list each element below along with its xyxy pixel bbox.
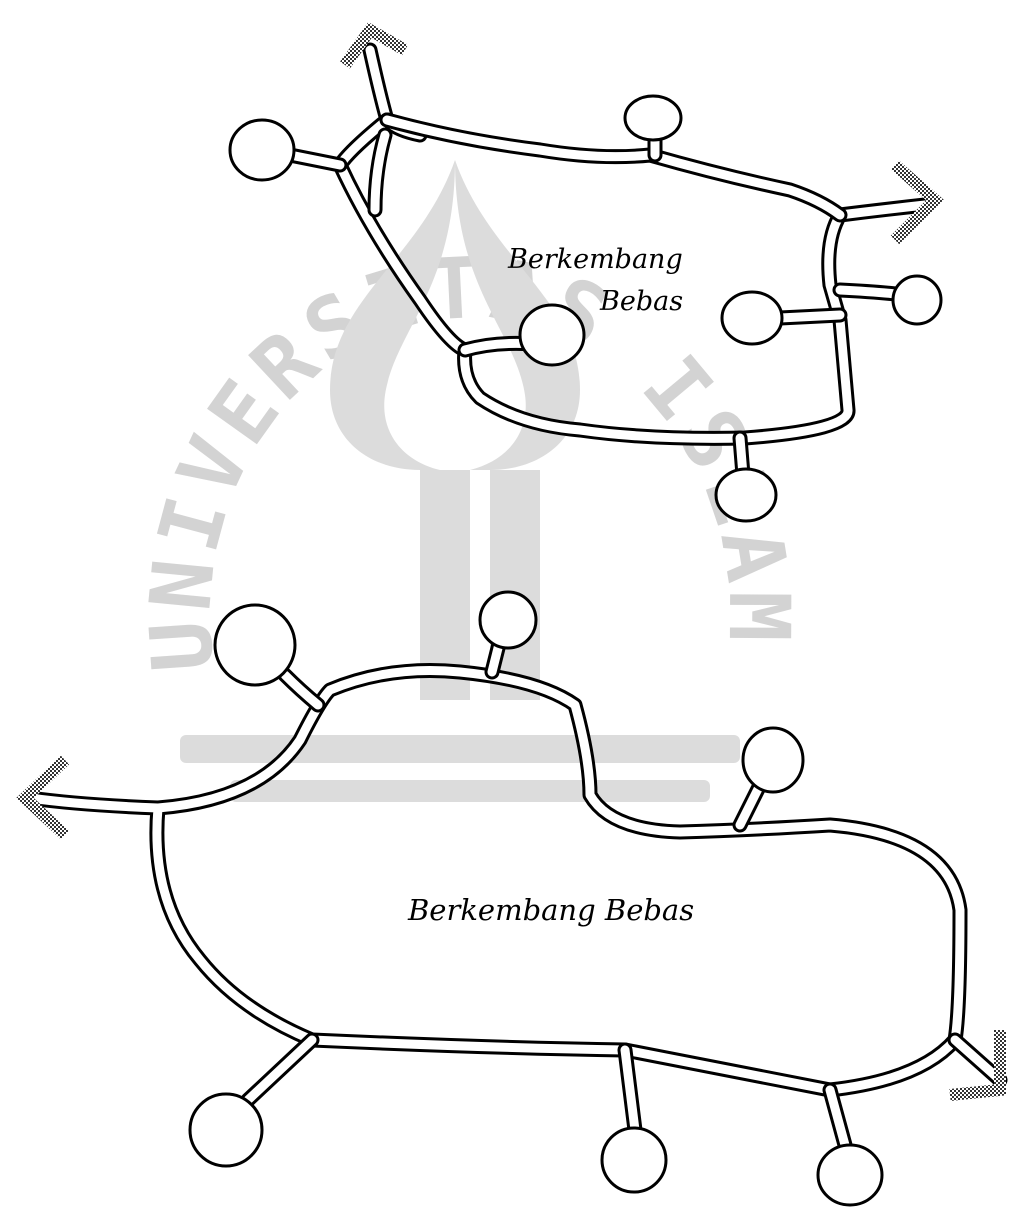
top-label-line1: Berkembang (507, 244, 683, 275)
bottom-culdesacs (188, 590, 884, 1207)
culdesac-circle-icon (714, 467, 778, 523)
culdesac-circle-icon (816, 1143, 884, 1207)
checkered-arrowhead-icon (890, 160, 944, 245)
top-culdesacs (228, 94, 943, 523)
top-arrows (340, 22, 944, 245)
bottom-arrows (16, 755, 1006, 1101)
culdesac-circle-icon (623, 94, 683, 142)
bottom-label: Berkembang Bebas (407, 893, 694, 927)
culdesac-circle-icon (600, 1126, 668, 1194)
culdesac-circle-icon (213, 603, 297, 687)
culdesac-circle-icon (478, 590, 538, 650)
culdesac-circle-icon (518, 303, 586, 367)
culdesac-circle-icon (720, 290, 784, 346)
culdesac-circle-icon (891, 274, 943, 326)
checkered-arrowhead-icon (16, 755, 70, 840)
watermark-arc-text: UNIVERSITAS ISLAM INDONESIA (0, 0, 808, 716)
culdesac-circle-icon (188, 1092, 264, 1168)
bottom-road-network (22, 632, 1008, 1153)
checkered-arrowhead-icon (340, 22, 408, 69)
top-road-network (282, 42, 933, 483)
checkered-arrowhead-icon (949, 1030, 1006, 1101)
top-label-line2: Bebas (599, 286, 683, 317)
culdesac-circle-icon (228, 118, 296, 182)
culdesac-circle-icon (741, 726, 805, 794)
